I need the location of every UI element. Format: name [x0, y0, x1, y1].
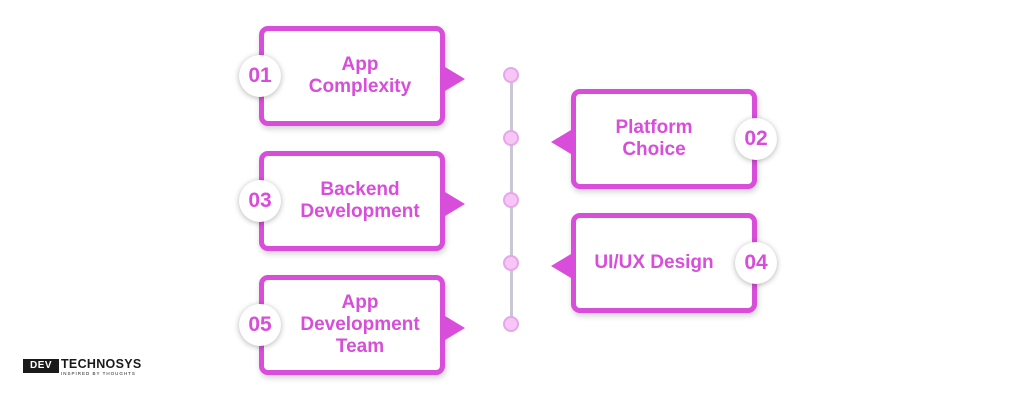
step-label: App Development Team — [286, 280, 434, 370]
timeline-dot-1 — [503, 67, 519, 83]
arrow-right-icon — [445, 192, 465, 216]
step-card-02: Platform Choice 02 — [551, 89, 777, 189]
step-label-text: App Development Team — [300, 292, 420, 357]
timeline-dot-2 — [503, 130, 519, 146]
timeline-dot-3 — [503, 192, 519, 208]
step-label-text: UI/UX Design — [594, 252, 714, 273]
step-number-badge: 05 — [239, 304, 281, 346]
logo-tagline: INSPIRED BY THOUGHTS — [61, 371, 136, 376]
step-label: App Complexity — [286, 31, 434, 121]
step-card-03: 03 Backend Development — [239, 151, 465, 251]
arrow-left-icon — [551, 254, 571, 278]
step-number-badge: 04 — [735, 242, 777, 284]
step-card-05: 05 App Development Team — [239, 275, 465, 375]
step-label: Platform Choice — [582, 94, 726, 184]
arrow-right-icon — [445, 316, 465, 340]
step-label-text: App Complexity — [308, 54, 412, 97]
step-number-badge: 02 — [735, 118, 777, 160]
step-card-01: 01 App Complexity — [239, 26, 465, 126]
step-label-text: Platform Choice — [615, 117, 693, 160]
step-label: Backend Development — [286, 156, 434, 246]
timeline-dot-4 — [503, 255, 519, 271]
step-label: UI/UX Design — [582, 218, 726, 308]
step-number-badge: 03 — [239, 180, 281, 222]
timeline-dot-5 — [503, 316, 519, 332]
step-card-04: UI/UX Design 04 — [551, 213, 777, 313]
step-label-text: Backend Development — [300, 179, 420, 222]
arrow-right-icon — [445, 67, 465, 91]
logo-badge: DEV — [23, 359, 59, 373]
arrow-left-icon — [551, 130, 571, 154]
logo-name: TECHNOSYS — [61, 357, 142, 371]
step-number-badge: 01 — [239, 55, 281, 97]
